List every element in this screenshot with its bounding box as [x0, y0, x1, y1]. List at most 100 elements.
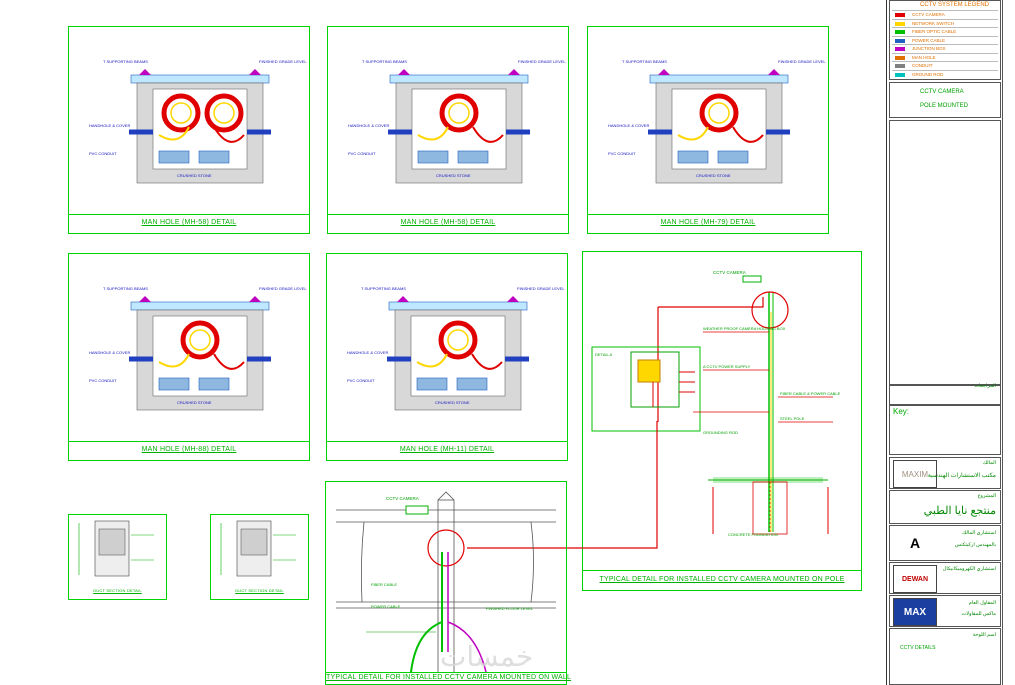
legend-text: FIBER OPTIC CABLE [912, 29, 957, 34]
key-box: Key: [889, 405, 1001, 455]
cable-coil [439, 93, 479, 133]
consultant-label: استشاري الكهروميكانيكال [942, 566, 996, 572]
manhole-drawing: T SUPPORTING BEAMS FINISHED GRADE LEVEL HA… [347, 286, 565, 411]
manhole-panel[interactable]: T SUPPORTING BEAMS FINISHED GRADE LEVEL HA… [326, 253, 568, 461]
wall-label: POWER CABLE [371, 604, 401, 609]
pole-detail-panel[interactable]: CCTV CAMERA WEATHER PROOF CAMERA HOUSING… [582, 251, 862, 591]
cable-coil [204, 93, 244, 133]
project-name: منتجع نايا الطبي [923, 505, 996, 517]
architect-box: A استشاري المالك بالمهندس اركيتكتس [889, 525, 1001, 561]
pole-label: CCTV CAMERA [713, 270, 746, 275]
sheet-title: CCTV DETAILS [900, 645, 936, 651]
small-detail-panel[interactable]: DUCT SECTION DETAIL [68, 514, 167, 600]
label-conduit: PVC CONDUIT [347, 378, 375, 383]
pole-drawing: CCTV CAMERA WEATHER PROOF CAMERA HOUSING… [591, 270, 841, 537]
label-grade: FINISHED GRADE LEVEL [259, 286, 307, 291]
legend-row: JUNCTION BOX [892, 44, 998, 53]
label-stone: CRUSHED STONE [177, 173, 212, 178]
manhole-caption: MAN HOLE (MH-58) DETAIL [141, 219, 237, 226]
caption-divider [326, 672, 566, 673]
caption-divider [588, 214, 828, 215]
contractor-name: ماكس للمقاولات [961, 611, 996, 617]
pole-label: CONCRETE FOUNDATION [728, 532, 778, 537]
cctv-camera-icon [742, 275, 762, 283]
cctv-camera-icon [405, 505, 429, 515]
scrollbar[interactable] [1002, 0, 1015, 685]
pole-label: GROUNDING ROD [703, 430, 738, 435]
contractor-logo: MAX [893, 598, 937, 626]
legend-row: POWER CABLE [892, 35, 998, 45]
label-conduit: PVC CONDUIT [89, 151, 117, 156]
wall-caption: TYPICAL DETAIL FOR INSTALLED CCTV CAMERA… [326, 674, 572, 681]
key-label: Key: [893, 407, 910, 416]
owner-box: MAXIM المالك مكتب الاستشارات الهندسية [889, 457, 1001, 489]
small-detail-panel[interactable]: DUCT SECTION DETAIL [210, 514, 309, 600]
pole-caption: TYPICAL DETAIL FOR INSTALLED CCTV CAMERA… [599, 576, 845, 583]
legend-swatch-icon [895, 47, 905, 51]
duct-section-drawing [220, 520, 296, 577]
contractor-box: MAX المقاول العام ماكس للمقاولات [889, 595, 1001, 627]
wall-label: FIBER CABLE [371, 582, 397, 587]
label-handhole: HANDHOLE & COVER [89, 123, 130, 128]
small-caption: DUCT SECTION DETAIL [93, 588, 142, 593]
notes-box: CCTV CAMERA POLE MOUNTED [889, 82, 1001, 118]
legend-swatch-icon [895, 30, 905, 34]
label-handhole: HANDHOLE & COVER [608, 123, 649, 128]
contractor-label: المقاول العام [968, 600, 996, 606]
legend-row: MAN HOLE [892, 52, 998, 62]
wall-label: FINISHED FLOOR LEVEL [486, 606, 534, 611]
manhole-caption: MAN HOLE (MH-11) DETAIL [399, 446, 495, 453]
wall-drawing: CCTV CAMERA FIBER CABLE POWER CABLE FINI… [336, 491, 556, 672]
label-handhole: HANDHOLE & COVER [89, 350, 130, 355]
pole-label: A CCTV POWER SUPPLY [703, 364, 751, 369]
cable-coil [161, 93, 201, 133]
manhole-caption: MAN HOLE (MH-79) DETAIL [660, 219, 756, 226]
legend-text: POWER CABLE [912, 37, 946, 43]
owner-label: المالك [982, 460, 996, 466]
label-handhole: HANDHOLE & COVER [347, 350, 388, 355]
sheet-label: اسم اللوحة [972, 632, 996, 638]
label-beams: T SUPPORTING BEAMS [103, 59, 148, 64]
cover-slab [130, 74, 270, 84]
label-beams: T SUPPORTING BEAMS [361, 286, 406, 291]
legend-swatch-icon [895, 21, 905, 26]
revision-table: المراجعات [889, 383, 1001, 405]
manhole-panel[interactable]: T SUPPORTING BEAMS FINISHED GRADE LEVEL HA… [68, 26, 310, 234]
legend-swatch-icon [895, 72, 905, 77]
legend-swatch-icon [895, 55, 905, 60]
label-grade: FINISHED GRADE LEVEL [517, 286, 565, 291]
detail-callout-circle [751, 291, 789, 329]
project-box: المشروع منتجع نايا الطبي [889, 490, 1001, 524]
legend-text: MAN HOLE [912, 54, 936, 60]
cable-coil [699, 93, 739, 133]
pole-label: STEEL POLE [780, 416, 805, 421]
revision-label: المراجعات [974, 383, 996, 389]
legend-swatch-icon [895, 64, 905, 68]
manhole-caption: MAN HOLE (MH-88) DETAIL [141, 446, 237, 453]
legend-row: GROUND ROD [892, 69, 998, 79]
watermark: خمسات [440, 641, 534, 672]
note: CCTV CAMERA [920, 89, 964, 95]
legend-swatch-icon [895, 13, 905, 17]
legend-row: CONDUIT [892, 61, 998, 70]
manhole-drawing: T SUPPORTING BEAMS FINISHED GRADE LEVEL HA… [89, 59, 307, 184]
cover-slab [389, 74, 529, 84]
label-grade: FINISHED GRADE LEVEL [259, 59, 307, 64]
legend-text: JUNCTION BOX [912, 46, 946, 51]
label-stone: CRUSHED STONE [435, 400, 470, 405]
legend-text: CONDUIT [912, 63, 933, 68]
label-stone: CRUSHED STONE [696, 173, 731, 178]
label-conduit: PVC CONDUIT [89, 378, 117, 383]
consultant-box: DEWAN استشاري الكهروميكانيكال [889, 562, 1001, 594]
owner-name: مكتب الاستشارات الهندسية [927, 473, 996, 479]
label-conduit: PVC CONDUIT [608, 151, 636, 156]
caption-divider [69, 214, 309, 215]
label-grade: FINISHED GRADE LEVEL [778, 59, 826, 64]
